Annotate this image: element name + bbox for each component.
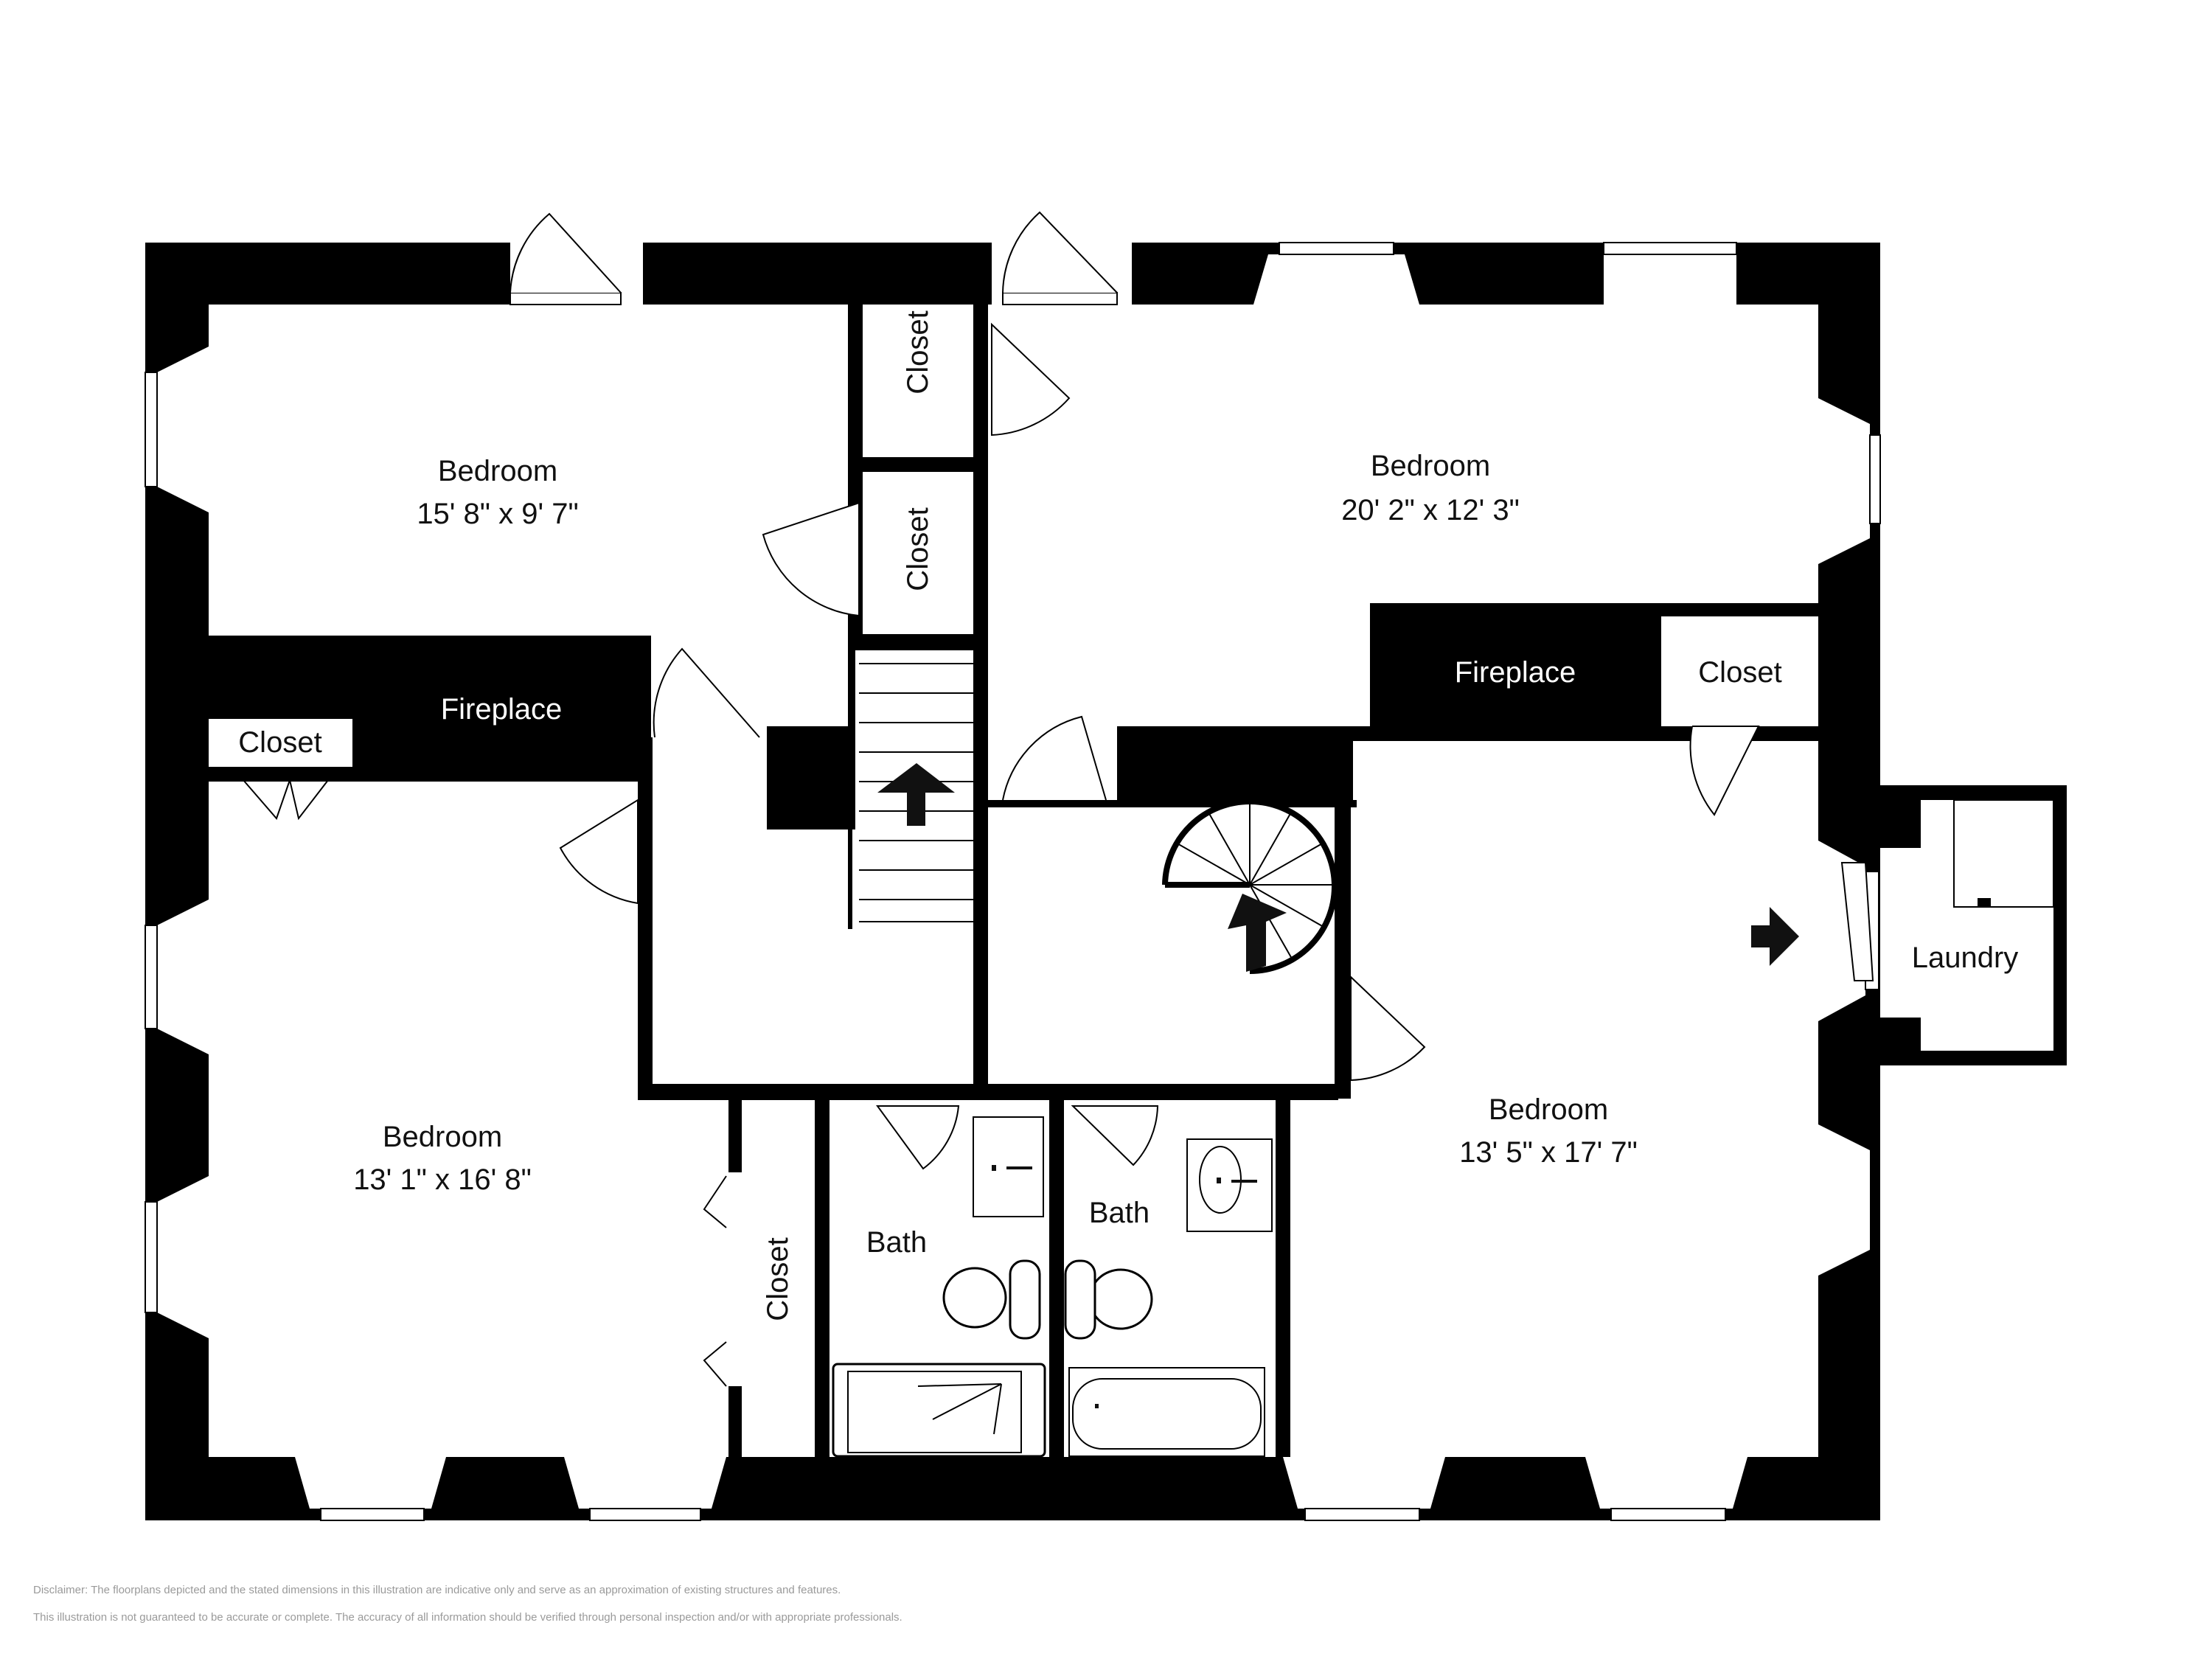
entry-arrow-icon [1751, 907, 1799, 966]
left-wall-windows [145, 347, 209, 1338]
shower-icon [832, 1363, 1046, 1458]
room-dims-bedroom-ne: 20' 2" x 12' 3" [1341, 494, 1520, 526]
spiral-stair-icon [1162, 799, 1338, 974]
room-name-bedroom-nw: Bedroom [438, 455, 557, 487]
laundry-annex [1818, 785, 2067, 1065]
room-dims-bedroom-sw: 13' 1" x 16' 8" [353, 1164, 532, 1196]
toilet-icon [942, 1267, 1007, 1329]
room-name-bedroom-sw: Bedroom [383, 1121, 502, 1153]
interior-walls [209, 243, 1818, 1457]
bath-2-fixtures [1064, 1138, 1273, 1457]
straight-stair [848, 650, 973, 929]
right-wall-windows [1818, 398, 1881, 1276]
room-dims-bedroom-nw: 15' 8" x 9' 7" [417, 498, 578, 530]
disclaimer-line-1: Disclaimer: The floorplans depicted and … [33, 1584, 841, 1596]
sink-icon [973, 1116, 1044, 1217]
closet-label-east: Closet [1698, 656, 1781, 689]
door-swings [243, 211, 1760, 1387]
room-name-bath-2: Bath [1089, 1197, 1150, 1229]
toilet-icon [1088, 1268, 1153, 1330]
room-labels: Bedroom 15' 8" x 9' 7" Bedroom 20' 2" x … [238, 310, 2018, 1321]
room-name-laundry: Laundry [1912, 942, 2019, 974]
stair-up-arrow-icon [877, 763, 955, 826]
closet-label-top-2: Closet [902, 507, 934, 591]
room-name-bedroom-se: Bedroom [1489, 1093, 1608, 1126]
fireplace-label-west: Fireplace [441, 693, 563, 726]
bath-1-fixtures [832, 1116, 1046, 1458]
room-name-bath-1: Bath [866, 1226, 927, 1259]
bottom-wall-windows [295, 1457, 1747, 1521]
fireplace-label-east: Fireplace [1455, 656, 1576, 689]
closet-label-west: Closet [238, 726, 321, 759]
closet-label-south: Closet [762, 1237, 794, 1321]
room-dims-bedroom-se: 13' 5" x 17' 7" [1459, 1136, 1638, 1169]
room-name-bedroom-ne: Bedroom [1371, 450, 1490, 482]
disclaimer-line-2: This illustration is not guaranteed to b… [33, 1611, 902, 1624]
closet-label-top-1: Closet [902, 310, 934, 394]
